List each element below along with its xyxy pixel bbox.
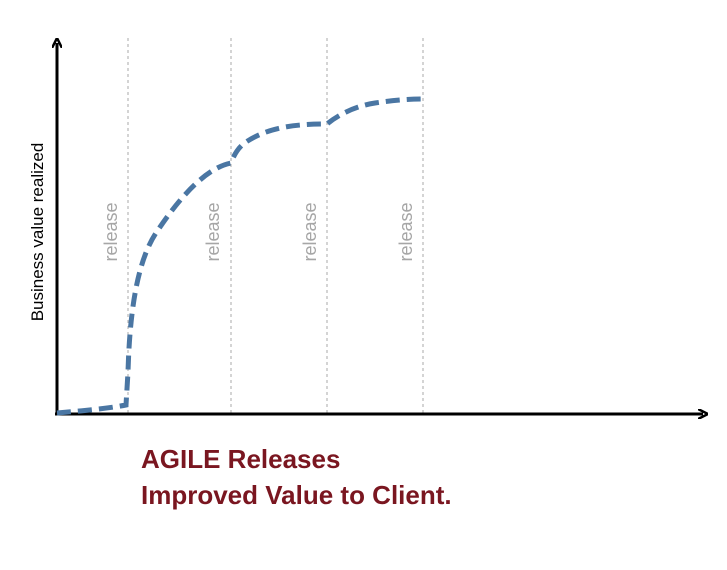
caption-subtitle: Improved Value to Client. [141,480,452,510]
release-label-4: release [396,202,416,261]
caption-title: AGILE Releases [141,444,341,474]
release-label-1: release [101,202,121,261]
y-axis-label: Business value realized [28,143,47,322]
release-label-2: release [203,202,223,261]
value-curve [56,96,426,416]
release-label-3: release [300,202,320,261]
